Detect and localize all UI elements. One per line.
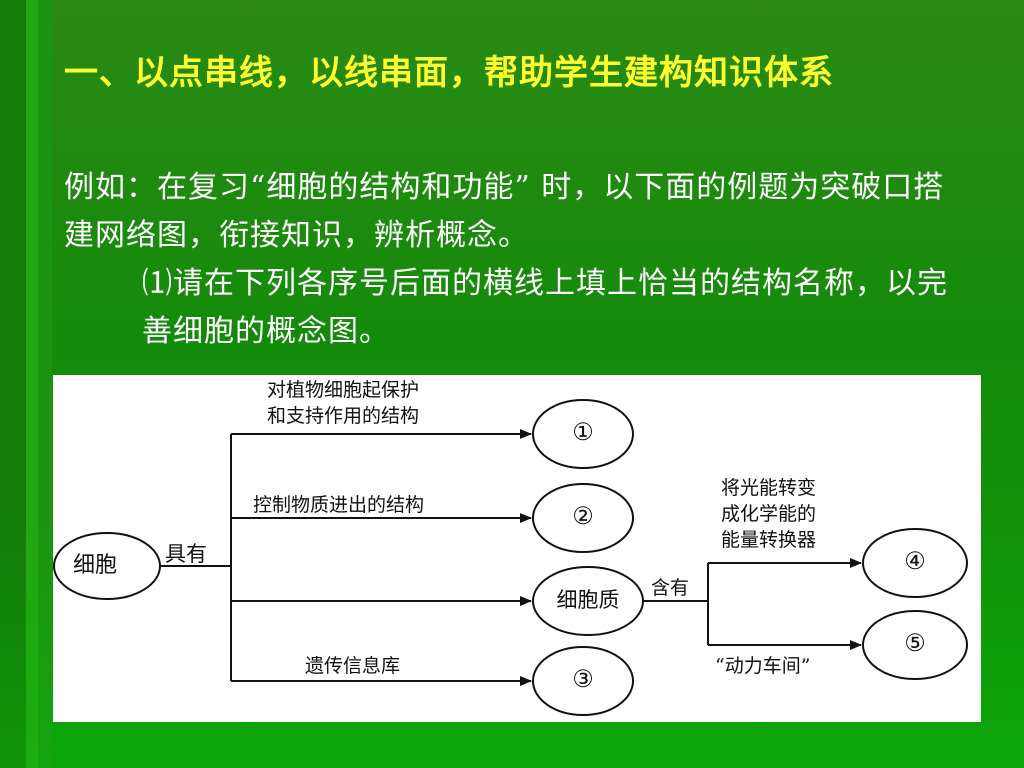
- branch-4-label-line-1: 将光能转变: [721, 477, 817, 499]
- branch-4-label-line-3: 能量转换器: [721, 529, 817, 551]
- branch-2-label: 控制物质进出的结构: [253, 494, 425, 516]
- root-node-label: 细胞: [73, 553, 118, 578]
- decorative-stripe: [38, 0, 52, 768]
- node-1-label: ①: [572, 418, 594, 446]
- root-edge-label: 具有: [165, 542, 207, 566]
- slide-title: 一、以点串线，以线串面，帮助学生建构知识体系: [64, 53, 834, 93]
- node-2-ellipse: [532, 483, 634, 553]
- decorative-stripe: [26, 0, 38, 768]
- node-5-label: ⑤: [904, 629, 926, 657]
- cytoplasm-node-label: 细胞质: [556, 588, 620, 612]
- branch-1-label-line-2: 和支持作用的结构: [267, 405, 420, 427]
- cytoplasm-edge-label: 含有: [651, 577, 690, 599]
- branch-3-label: 遗传信息库: [305, 655, 401, 677]
- node-3-label: ③: [572, 665, 594, 693]
- branch-4-label-line-2: 成化学能的: [721, 503, 817, 525]
- branch-1-label-line-1: 对植物细胞起保护: [267, 379, 420, 401]
- body-paragraph-question: ⑴请在下列各序号后面的横线上填上恰当的结构名称，以完善细胞的概念图。: [142, 266, 948, 349]
- node-3-ellipse: [532, 646, 634, 716]
- slide-body: 例如：在复习“细胞的结构和功能” 时，以下面的例题为突破口搭建网络图，衔接知识，…: [64, 164, 964, 356]
- concept-map: 细胞 具有 对植物细胞起保护 和支持作用的结构 控制物质进出的结构 遗传信息库 …: [53, 375, 981, 722]
- node-4-ellipse: [862, 528, 968, 598]
- node-5-ellipse: [862, 610, 968, 680]
- concept-map-lines: [53, 399, 968, 716]
- node-1-ellipse: [532, 399, 634, 469]
- branch-5-label: “动力车间”: [715, 655, 811, 677]
- decorative-stripe: [0, 0, 26, 768]
- body-paragraph-example: 例如：在复习“细胞的结构和功能” 时，以下面的例题为突破口搭建网络图，衔接知识，…: [64, 170, 945, 253]
- node-2-label: ②: [572, 502, 594, 530]
- node-4-label: ④: [904, 547, 926, 575]
